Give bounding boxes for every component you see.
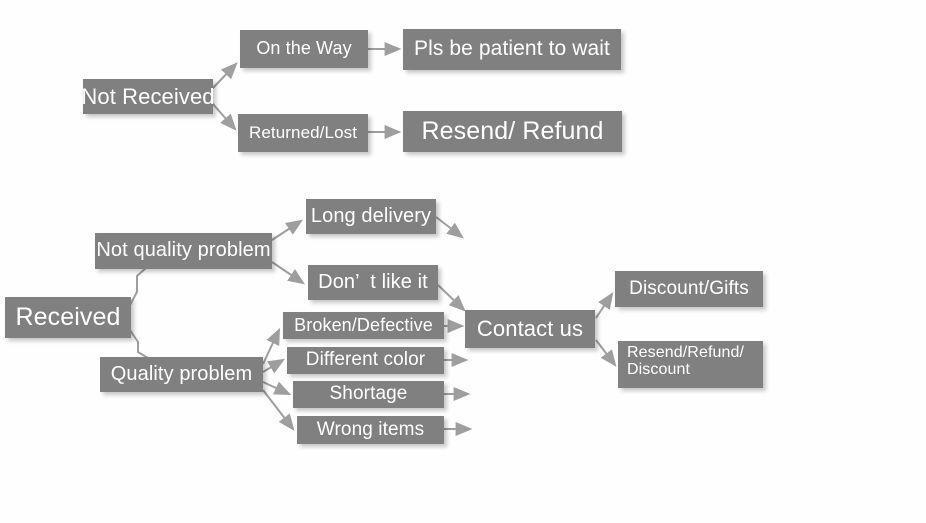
node-long-delivery[interactable]: Long delivery (306, 199, 436, 234)
node-broken-defective[interactable]: Broken/Defective (283, 312, 444, 339)
node-shortage[interactable]: Shortage (293, 381, 444, 408)
connector-notreceived-ontheway (211, 62, 238, 90)
node-returned-lost[interactable]: Returned/Lost (238, 114, 368, 152)
node-pls-be-patient-to-wait[interactable]: Pls be patient to wait (403, 29, 621, 70)
node-wrong-items[interactable]: Wrong items (297, 416, 444, 444)
node-not-quality-problem[interactable]: Not quality problem (95, 233, 272, 269)
node-different-color[interactable]: Different color (287, 347, 444, 374)
node-quality-problem[interactable]: Quality problem (100, 357, 263, 392)
connector-contactus-discountgifts (595, 292, 614, 319)
connector-quality-broken (262, 327, 281, 365)
node-not-received[interactable]: Not Received (81, 79, 215, 114)
connector-notquality-longdelivery (271, 219, 304, 241)
connector-dontlike-contactus (437, 284, 466, 312)
connector-received-quality (129, 329, 149, 359)
node-resend-refund[interactable]: Resend/ Refund (403, 111, 622, 152)
node-discount-gifts[interactable]: Discount/Gifts (615, 271, 763, 307)
connector-contactus-resendrefunddiscount (595, 339, 617, 367)
connector-received-notquality (129, 267, 147, 306)
connector-quality-wrongitems (262, 389, 295, 431)
node-dont-like-it[interactable]: Don’ t like it (308, 265, 438, 300)
connector-notreceived-returnedlost (211, 102, 237, 131)
node-received[interactable]: Received (5, 297, 131, 338)
connector-quality-shortage (262, 381, 292, 396)
connector-notquality-dontlike (271, 261, 305, 285)
connector-quality-differentcolor (262, 358, 286, 374)
node-resend-refund-discount[interactable]: Resend/Refund/ Discount (618, 341, 763, 388)
connector-longdelivery-contactus (435, 216, 464, 239)
node-on-the-way[interactable]: On the Way (240, 30, 368, 68)
node-contact-us[interactable]: Contact us (465, 310, 595, 348)
